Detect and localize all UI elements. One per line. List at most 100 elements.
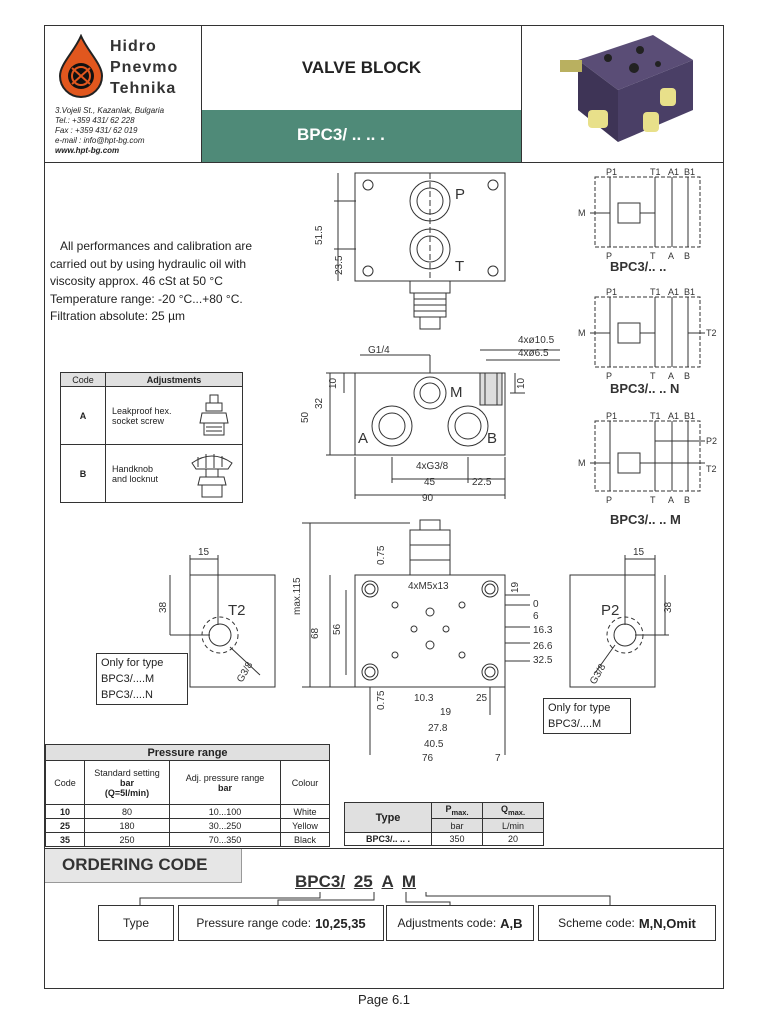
svg-text:B1: B1 xyxy=(684,287,695,297)
svg-text:P2: P2 xyxy=(706,436,717,446)
svg-text:B1: B1 xyxy=(684,411,695,421)
svg-text:A1: A1 xyxy=(668,411,679,421)
dim-label: 27.8 xyxy=(428,723,448,734)
ordering-box-scheme: Scheme code:M,N,Omit xyxy=(538,905,716,941)
dim-label: 26.6 xyxy=(533,641,553,652)
page-number: Page 6.1 xyxy=(357,992,411,1007)
svg-text:38: 38 xyxy=(158,601,169,613)
svg-text:T2: T2 xyxy=(706,328,717,338)
hydraulic-schemes: P1 T1 A1 B1 M P T A B BPC3/.. .. P1 T1 A… xyxy=(578,167,717,527)
dim-label: 4xø6.5 xyxy=(518,348,549,359)
svg-text:P: P xyxy=(606,371,612,381)
dim-label: 7 xyxy=(495,753,501,764)
svg-text:T2: T2 xyxy=(706,464,717,474)
dim-label: 10 xyxy=(328,377,339,389)
dim-label: 23.5 xyxy=(334,255,345,275)
hex-socket-screw-icon xyxy=(199,394,229,436)
pressure-range-title: Pressure range xyxy=(45,744,330,761)
model-name: BPC3/ .. .. . xyxy=(297,125,385,144)
dim-label: 0.75 xyxy=(376,545,387,565)
adjustments-header-code: Code xyxy=(60,372,106,387)
ordering-title-box xyxy=(45,849,242,883)
svg-text:P1: P1 xyxy=(606,287,617,297)
company-logo-icon xyxy=(58,34,104,98)
dim-label: 10 xyxy=(516,377,527,389)
dim-label: 76 xyxy=(422,753,434,764)
t2-side-view: 15 38 T2 G3/8 xyxy=(158,547,276,688)
table-row: B Handknob and locknut xyxy=(60,444,243,503)
svg-text:A: A xyxy=(668,495,674,505)
dim-label: max.115 xyxy=(292,577,303,615)
dim-label: 19 xyxy=(440,707,452,718)
svg-text:P1: P1 xyxy=(606,167,617,177)
ordering-code: BPC3/ 25 A M xyxy=(295,872,417,891)
svg-text:B: B xyxy=(487,430,497,447)
table-row: A Leakproof hex. socket screw xyxy=(60,386,243,445)
handknob-icon xyxy=(191,454,233,498)
svg-text:G3/8: G3/8 xyxy=(588,662,609,687)
header-divider xyxy=(201,25,202,162)
dim-label: 6 xyxy=(533,611,539,622)
svg-text:G3/8: G3/8 xyxy=(235,660,256,685)
svg-text:T: T xyxy=(455,258,464,275)
svg-text:BPC3/.. ..: BPC3/.. .. xyxy=(610,259,666,274)
dim-label: 0 xyxy=(533,599,539,610)
p2-side-view: 15 38 P2 G3/8 xyxy=(569,547,674,688)
svg-text:P2: P2 xyxy=(601,602,619,619)
svg-text:M: M xyxy=(578,208,586,218)
adjustments-header-adjustments: Adjustments xyxy=(105,372,243,387)
dim-label: 51.5 xyxy=(314,225,325,245)
svg-text:B: B xyxy=(684,495,690,505)
dim-label: 4xM5x13 xyxy=(408,581,449,592)
svg-text:T: T xyxy=(650,251,656,261)
svg-text:M: M xyxy=(578,328,586,338)
dim-label: 32 xyxy=(314,397,325,409)
front-view-drawing: 0.75 max.115 68 56 4xM5x13 19 0 6 16.3 2… xyxy=(292,519,553,764)
dim-label: G1/4 xyxy=(368,345,390,356)
header-bottom-line xyxy=(44,162,724,163)
svg-text:15: 15 xyxy=(633,547,645,558)
dim-label: 25 xyxy=(476,693,488,704)
dim-label: 4xG3/8 xyxy=(416,461,449,472)
dim-label: 90 xyxy=(422,493,434,504)
dim-label: 22.5 xyxy=(472,477,492,488)
note-p2: Only for type BPC3/....M xyxy=(543,698,631,734)
svg-text:T2: T2 xyxy=(228,602,246,619)
page-frame xyxy=(44,25,724,989)
dim-label: 10.3 xyxy=(414,693,434,704)
dim-label: 56 xyxy=(332,623,343,635)
svg-text:M: M xyxy=(578,458,586,468)
svg-text:M: M xyxy=(450,384,463,401)
svg-text:P: P xyxy=(606,251,612,261)
svg-text:B: B xyxy=(684,371,690,381)
dim-label: 45 xyxy=(424,477,436,488)
dim-label: 40.5 xyxy=(424,739,444,750)
company-contact: 3.Vojeli St., Kazanlak, Bulgaria Tel.: +… xyxy=(55,106,165,155)
svg-text:15: 15 xyxy=(198,547,210,558)
svg-text:A: A xyxy=(358,430,368,447)
svg-text:P1: P1 xyxy=(606,411,617,421)
dim-label: 32.5 xyxy=(533,655,553,666)
dim-label: 4xø10.5 xyxy=(518,335,555,346)
dim-label: 0.75 xyxy=(376,690,387,710)
table-row: BPC3/.. .. . 350 20 xyxy=(344,832,544,846)
svg-text:A1: A1 xyxy=(668,167,679,177)
page-title: VALVE BLOCK xyxy=(301,58,422,77)
note-t2: Only for type BPC3/....M BPC3/....N xyxy=(96,653,188,705)
svg-text:B1: B1 xyxy=(684,167,695,177)
svg-text:T1: T1 xyxy=(650,287,661,297)
header-divider xyxy=(521,25,522,162)
svg-text:38: 38 xyxy=(663,601,674,613)
svg-text:A: A xyxy=(668,251,674,261)
adjustments-table: Code Adjustments A Leakproof hex. socket… xyxy=(60,372,243,503)
table-row: 35 250 70...350 Black xyxy=(45,832,330,847)
svg-text:BPC3/.. .. N: BPC3/.. .. N xyxy=(610,381,679,396)
dim-label: 50 xyxy=(300,411,311,423)
table-row: 25 180 30...250 Yellow xyxy=(45,818,330,833)
dim-label: 68 xyxy=(310,627,321,639)
type-table: Type Pmax. Qmax. bar L/min BPC3/.. .. . … xyxy=(344,802,544,846)
svg-text:T1: T1 xyxy=(650,167,661,177)
svg-text:A: A xyxy=(668,371,674,381)
svg-text:A1: A1 xyxy=(668,287,679,297)
